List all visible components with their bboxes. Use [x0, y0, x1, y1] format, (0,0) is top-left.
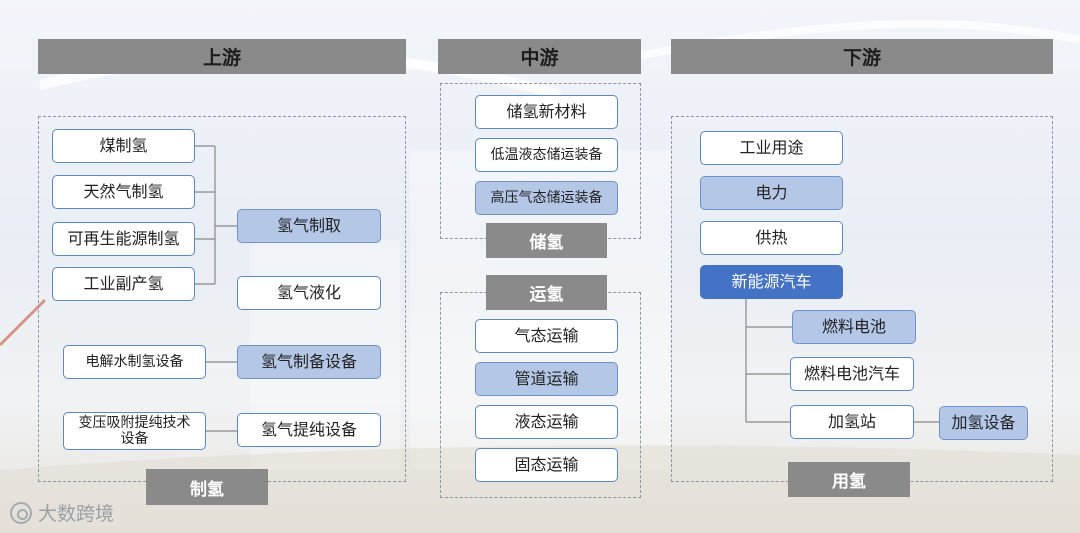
use-industrial: 工业用途 [700, 131, 843, 165]
brand-logo: 大数跨境 [10, 499, 114, 526]
hydrogen-purification-box: 氢气提纯设备 [237, 413, 381, 447]
tag-production: 制氢 [146, 469, 268, 505]
psa-equipment-box: 变压吸附提纯技术设备 [63, 412, 206, 450]
transport-solid: 固态运输 [475, 448, 618, 482]
use-power: 电力 [700, 176, 843, 210]
source-coal: 煤制氢 [52, 129, 195, 163]
storage-low-temp-liquid: 低温液态储运装备 [475, 138, 618, 172]
brand-name: 大数跨境 [38, 503, 115, 525]
brand-logo-icon [10, 501, 32, 524]
transport-gas: 气态运输 [475, 319, 618, 353]
source-natural-gas: 天然气制氢 [52, 175, 195, 209]
tag-usage: 用氢 [788, 462, 910, 497]
transport-liquid: 液态运输 [475, 405, 618, 439]
header-upstream: 上游 [38, 39, 406, 74]
tag-transport: 运氢 [486, 275, 607, 310]
hydrogen-production-box: 氢气制取 [237, 209, 381, 243]
refueling-station-box: 加氢站 [790, 405, 914, 439]
hydrogen-liquefaction-box: 氢气液化 [237, 276, 381, 310]
header-downstream: 下游 [671, 39, 1053, 74]
hydrogen-equipment-box: 氢气制备设备 [237, 345, 381, 379]
use-heating: 供热 [700, 221, 843, 255]
source-renewable: 可再生能源制氢 [52, 222, 195, 256]
storage-new-material: 储氢新材料 [475, 95, 618, 129]
refueling-equipment-box: 加氢设备 [939, 406, 1028, 440]
fuel-cell-box: 燃料电池 [792, 310, 916, 344]
tag-storage: 储氢 [486, 223, 607, 258]
source-industrial-byproduct: 工业副产氢 [52, 267, 195, 301]
storage-high-pressure-gas: 高压气态储运装备 [475, 181, 618, 215]
header-midstream: 中游 [438, 39, 641, 74]
use-new-energy-vehicle: 新能源汽车 [700, 265, 843, 299]
transport-pipeline: 管道运输 [475, 362, 618, 396]
electrolysis-equipment-box: 电解水制氢设备 [63, 345, 206, 379]
fuel-cell-vehicle-box: 燃料电池汽车 [790, 357, 914, 391]
